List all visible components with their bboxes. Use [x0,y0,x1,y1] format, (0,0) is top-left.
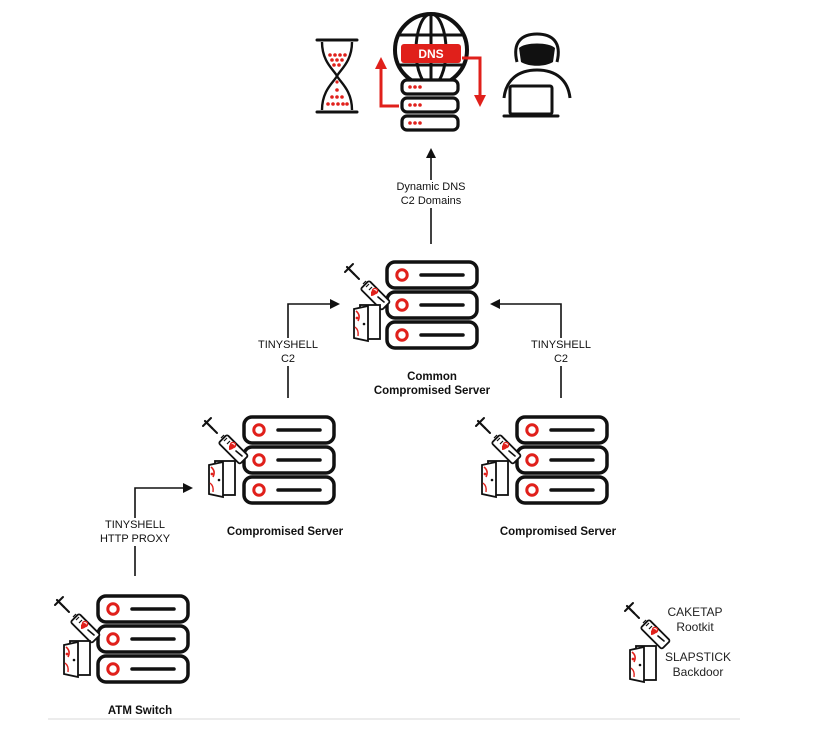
edge-label-line: C2 [280,353,296,365]
edge-label-line: C2 [553,353,569,365]
node-label-atm-switch: ATM Switch [107,705,173,717]
syringe-icon [474,416,523,466]
edge-tinyshell-right [490,299,562,398]
edge-tinyshell-left [287,299,340,398]
node-label-line: Common [407,371,457,383]
door-icon [481,460,509,498]
syringe-icon [343,262,392,312]
edge-label-dynamic-dns: Dynamic DNS C2 Domains [381,180,481,208]
common-compromised-server [343,260,479,350]
legend-door-icon [629,645,657,683]
edge-label-tinyshell-left: TINYSHELL C2 [253,338,323,366]
node-label-compromised-left: Compromised Server [226,526,344,538]
node-label-compromised-right: Compromised Server [499,526,617,538]
edge-label-line: HTTP PROXY [99,533,171,545]
dns-label: DNS [418,47,443,61]
legend-slapstick: SLAPSTICK Backdoor [660,650,736,680]
door-icon [63,640,91,678]
door-icon [353,304,381,342]
legend-caketap-title: CAKETAP [667,605,723,619]
edge-label-line: TINYSHELL [105,519,165,531]
legend-slapstick-subtitle: Backdoor [672,665,724,679]
edge-label-line: C2 Domains [400,195,462,207]
compromised-server-right [474,415,609,505]
legend-caketap: CAKETAP Rootkit [662,605,728,635]
edge-label-line: TINYSHELL [531,339,591,351]
dns-up-arrow [375,57,399,108]
edge-label-line: Dynamic DNS [396,181,466,193]
dns-down-arrow [462,56,486,107]
dns-server-icon: DNS [393,12,469,132]
legend-slapstick-title: SLAPSTICK [664,650,732,664]
node-label-line: Compromised Server [373,385,491,397]
edge-label-tinyshell-right: TINYSHELL C2 [526,338,596,366]
edge-label-tinyshell-proxy: TINYSHELL HTTP PROXY [95,518,175,546]
atm-switch-server [53,594,190,684]
door-icon [208,460,236,498]
hourglass-icon [315,38,359,114]
compromised-server-left [201,415,336,505]
syringe-icon [201,416,250,466]
syringe-icon [53,595,102,645]
legend-caketap-subtitle: Rootkit [676,620,714,634]
node-label-common-server: Common Compromised Server [352,370,512,398]
edge-label-line: TINYSHELL [258,339,318,351]
hacker-icon [502,32,572,118]
edge-tinyshell-proxy [134,483,193,576]
